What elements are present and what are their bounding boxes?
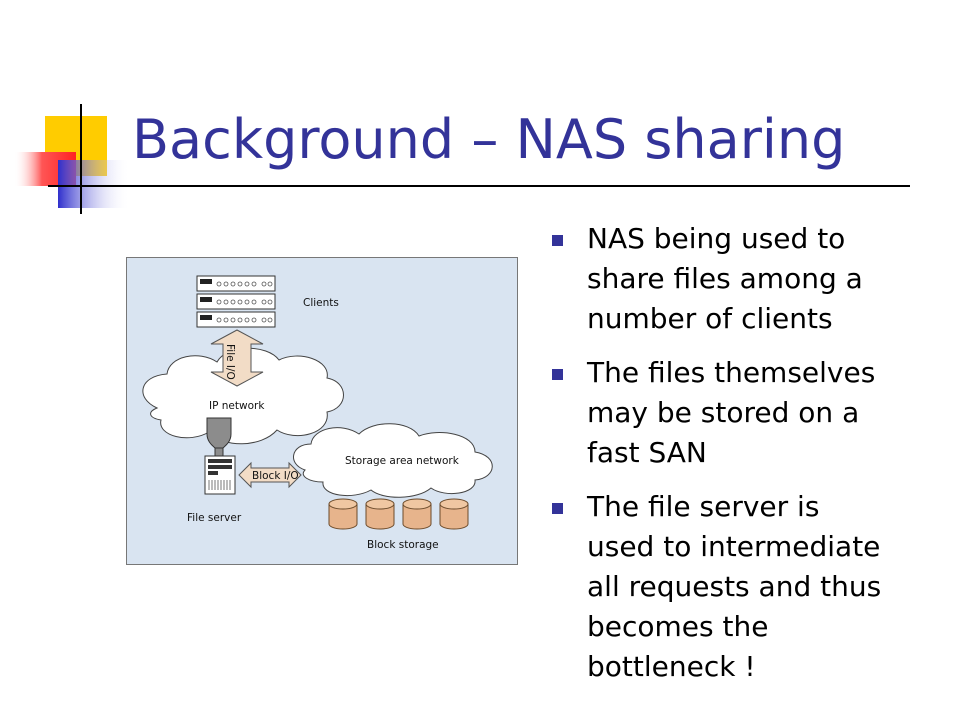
storage-disk — [365, 498, 395, 530]
bullet-text: NAS being used to share files among a nu… — [587, 222, 863, 335]
label-block-io: Block I/O — [252, 470, 299, 482]
bullet-text: The file server is used to intermediate … — [587, 490, 882, 683]
slide-title: Background – NAS sharing — [132, 108, 846, 171]
block-storage-icon — [328, 498, 469, 530]
bullet-item: NAS being used to share files among a nu… — [550, 219, 950, 339]
storage-disk — [439, 498, 469, 530]
bullet-square-icon — [552, 369, 563, 380]
network-connector-icon — [206, 417, 232, 462]
storage-disk — [328, 498, 358, 530]
label-storage-area-network: Storage area network — [345, 455, 460, 467]
label-block-storage: Block storage — [367, 539, 439, 551]
client-servers-icon — [196, 275, 276, 328]
bullet-item: The files themselves may be stored on a … — [550, 353, 950, 473]
bullet-square-icon — [552, 235, 563, 246]
client-server-unit — [196, 275, 276, 292]
file-server-icon — [204, 455, 236, 495]
storage-disk — [402, 498, 432, 530]
decorative-corner-squares — [14, 104, 130, 214]
title-underline — [48, 185, 910, 187]
nas-diagram-svg: Clients File I/O IP network File s — [142, 275, 493, 551]
bullet-text: The files themselves may be stored on a … — [587, 356, 876, 469]
deco-blue-square — [58, 160, 130, 208]
bullet-square-icon — [552, 503, 563, 514]
bullet-item: The file server is used to intermediate … — [550, 487, 950, 687]
client-server-unit — [196, 311, 276, 328]
label-file-io: File I/O — [224, 344, 236, 380]
file-io-arrow — [210, 329, 264, 387]
label-clients: Clients — [303, 297, 339, 309]
client-server-unit — [196, 293, 276, 310]
storage-area-network-cloud — [293, 423, 493, 498]
ip-network-cloud — [142, 347, 344, 445]
label-ip-network: IP network — [209, 400, 265, 412]
label-file-server: File server — [187, 512, 242, 524]
nas-diagram: Clients File I/O IP network File s — [126, 257, 518, 565]
block-io-arrow — [238, 461, 302, 489]
bullet-list: NAS being used to share files among a nu… — [550, 219, 950, 701]
